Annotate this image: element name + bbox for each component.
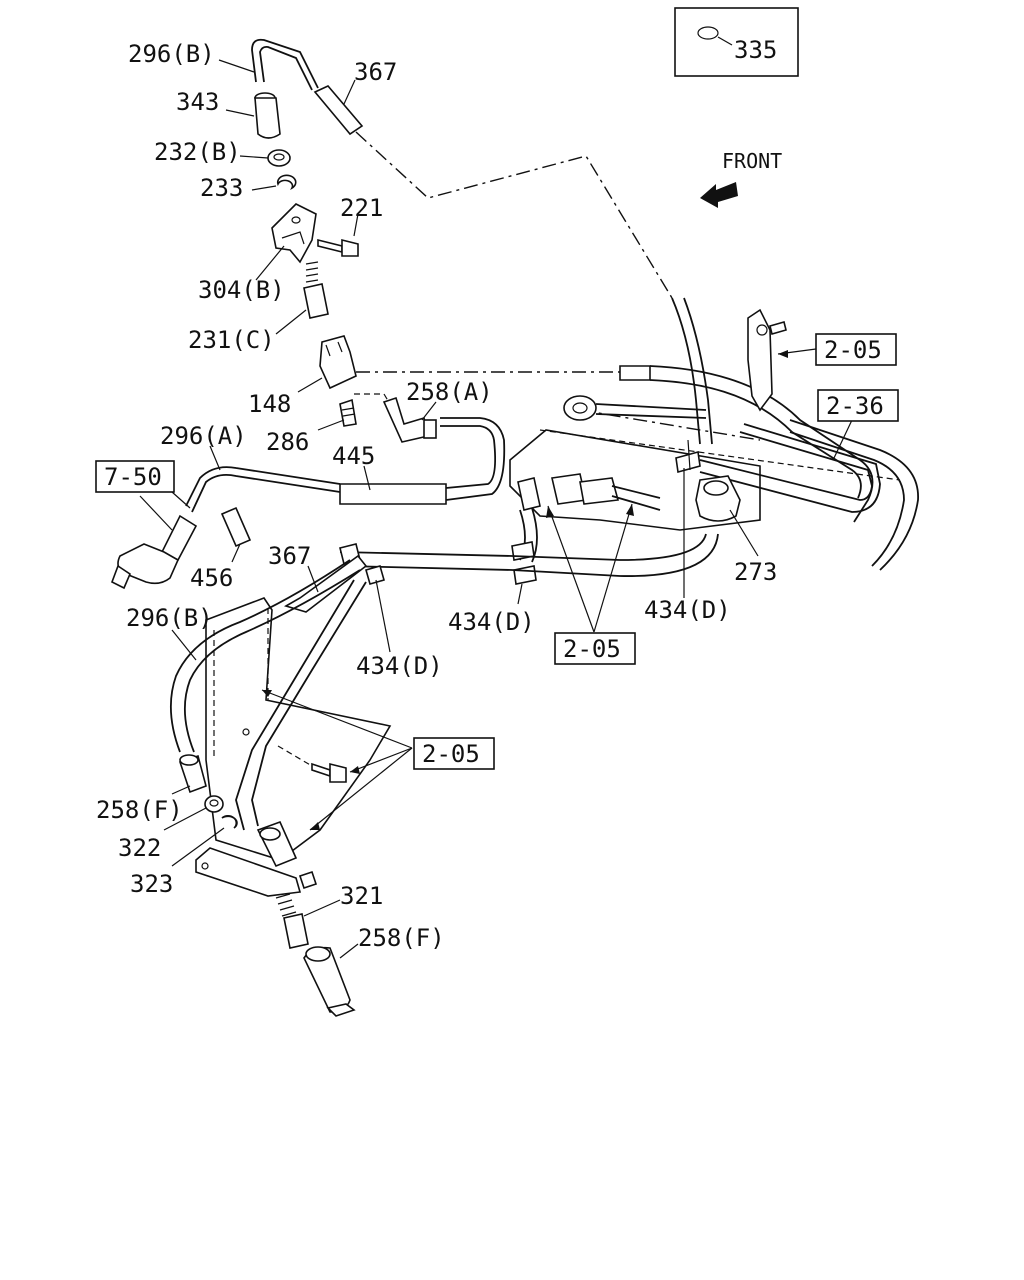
label-367-top: 367 bbox=[354, 58, 397, 86]
ref-box-2-05-b: 2-05 bbox=[563, 635, 621, 663]
label-258a: 258(A) bbox=[406, 378, 493, 406]
label-321: 321 bbox=[340, 882, 383, 910]
label-258f-b: 258(F) bbox=[358, 924, 445, 952]
label-434d-c: 434(D) bbox=[356, 652, 443, 680]
label-296b-top: 296(B) bbox=[128, 40, 215, 68]
label-434d-b: 434(D) bbox=[644, 596, 731, 624]
part-labels: 296(B) 367 343 232(B) 233 221 304(B) 231… bbox=[96, 40, 777, 952]
ref-box-2-05-c: 2-05 bbox=[422, 740, 480, 768]
label-304b: 304(B) bbox=[198, 276, 285, 304]
legend-code: 335 bbox=[734, 36, 777, 64]
front-arrow-icon bbox=[700, 182, 738, 208]
label-343: 343 bbox=[176, 88, 219, 116]
label-323: 323 bbox=[130, 870, 173, 898]
label-296a: 296(A) bbox=[160, 422, 247, 450]
label-233: 233 bbox=[200, 174, 243, 202]
legend-box: 335 bbox=[674, 7, 799, 77]
leader-lines bbox=[139, 59, 853, 959]
label-258f-a: 258(F) bbox=[96, 796, 183, 824]
label-445: 445 bbox=[332, 442, 375, 470]
label-456: 456 bbox=[190, 564, 233, 592]
reference-boxes: 7-50 2-05 2-36 2-05 2-05 bbox=[95, 333, 899, 770]
label-367-mid: 367 bbox=[268, 542, 311, 570]
label-286: 286 bbox=[266, 428, 309, 456]
label-231c: 231(C) bbox=[188, 326, 275, 354]
o-ring-icon bbox=[697, 26, 719, 40]
ref-box-2-36: 2-36 bbox=[826, 392, 884, 420]
label-273: 273 bbox=[734, 558, 777, 586]
label-232b: 232(B) bbox=[154, 138, 241, 166]
ref-box-7-50: 7-50 bbox=[104, 463, 162, 491]
label-296b-mid: 296(B) bbox=[126, 604, 213, 632]
ref-box-2-05-a: 2-05 bbox=[824, 336, 882, 364]
nut-343 bbox=[254, 92, 281, 139]
front-indicator: FRONT bbox=[700, 149, 782, 208]
label-322: 322 bbox=[118, 834, 161, 862]
label-148: 148 bbox=[248, 390, 291, 418]
front-label: FRONT bbox=[722, 149, 782, 173]
label-221: 221 bbox=[340, 194, 383, 222]
label-434d-a: 434(D) bbox=[448, 608, 535, 636]
